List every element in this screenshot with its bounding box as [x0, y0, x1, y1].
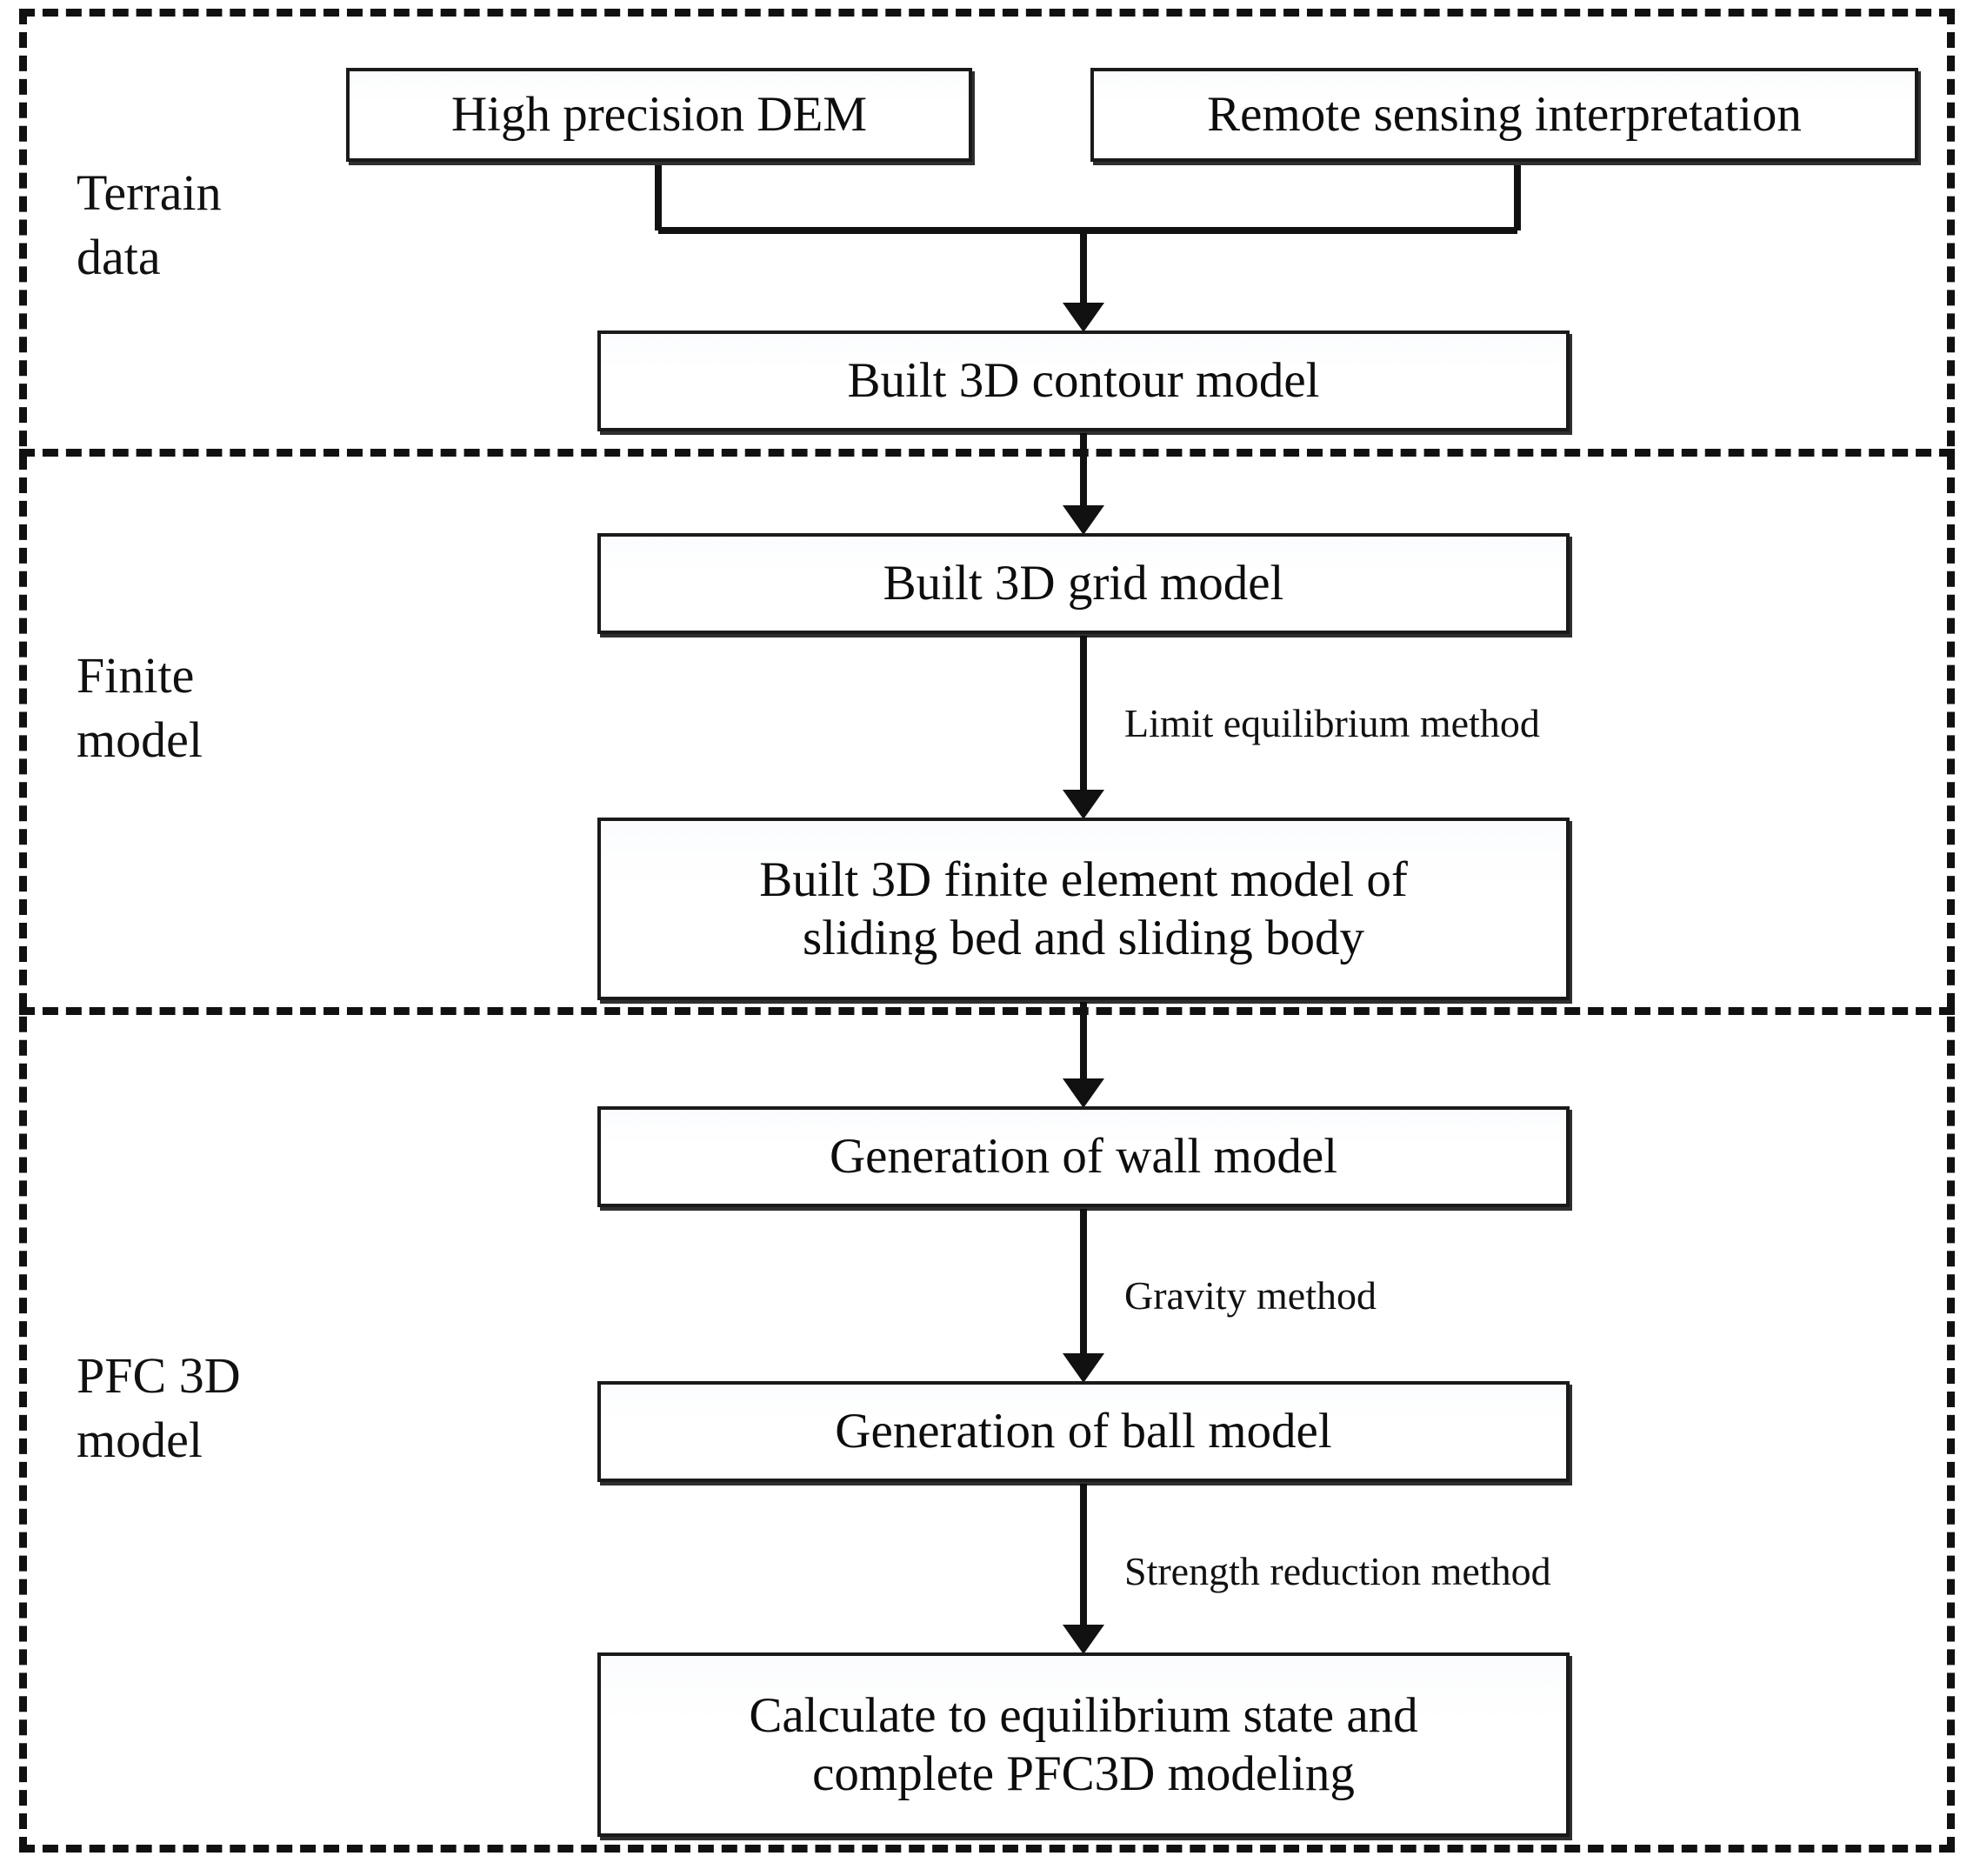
edge-label-gravity-method: Gravity method [1124, 1273, 1377, 1318]
node-built-3d-contour-model[interactable]: Built 3D contour model [597, 330, 1570, 431]
node-generation-of-ball-model[interactable]: Generation of ball model [597, 1381, 1570, 1482]
node-high-precision-dem[interactable]: High precision DEM [346, 68, 972, 162]
section-divider-finite-pfc [19, 1007, 1955, 1015]
edge-label-limit-equilibrium-method: Limit equilibrium method [1124, 701, 1540, 745]
section-label-terrain-data: Terrain data [77, 164, 222, 286]
node-calculate-to-equilibrium-state[interactable]: Calculate to equilibrium state and compl… [597, 1652, 1570, 1837]
node-generation-of-wall-model[interactable]: Generation of wall model [597, 1106, 1570, 1207]
node-built-3d-grid-model[interactable]: Built 3D grid model [597, 533, 1570, 634]
section-label-finite-model: Finite model [77, 647, 203, 769]
node-remote-sensing-interpretation[interactable]: Remote sensing interpretation [1090, 68, 1918, 162]
section-divider-terrain-finite [19, 449, 1955, 457]
section-label-pfc-3d-model: PFC 3D model [77, 1347, 241, 1469]
node-built-3d-finite-element-model[interactable]: Built 3D finite element model of sliding… [597, 818, 1570, 1000]
edge-label-strength-reduction-method: Strength reduction method [1124, 1549, 1551, 1593]
outer-dashed-border [19, 9, 1955, 1853]
